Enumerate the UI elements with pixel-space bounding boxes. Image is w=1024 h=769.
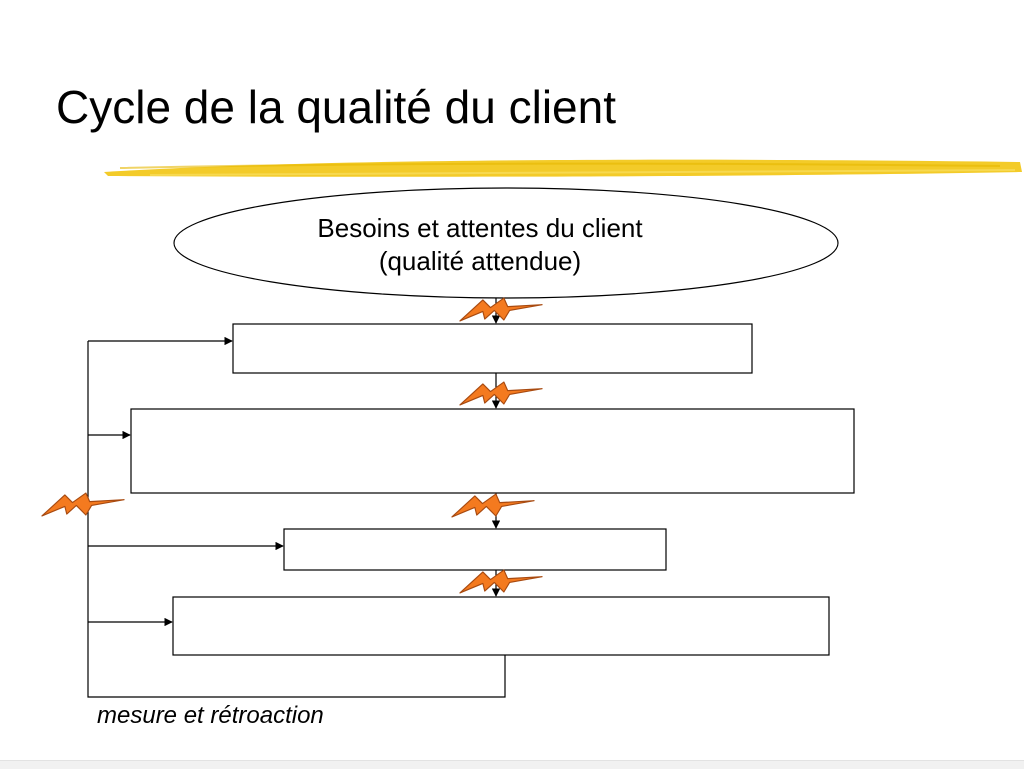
lightning-bolt-icon <box>459 569 543 594</box>
lightning-bolt-icon <box>451 493 535 518</box>
lightning-bolt-icon <box>41 492 125 517</box>
needs-line-1: Besoins et attentes du client <box>317 213 643 243</box>
slide-title: Cycle de la qualité du client <box>56 81 616 133</box>
process-box-1 <box>232 323 753 374</box>
bottom-bar <box>0 760 1024 769</box>
needs-line-2: (qualité attendue) <box>378 245 582 276</box>
process-box-4 <box>172 596 830 656</box>
feedback-caption: mesure et rétroaction <box>97 702 324 729</box>
needs-ellipse <box>173 187 839 299</box>
needs-ellipse-label: Besoins et attentes du client (qualité a… <box>230 212 730 277</box>
title-highlight-stroke <box>104 159 1022 177</box>
lightning-bolt-icon <box>459 381 543 406</box>
process-box-2 <box>130 408 855 494</box>
feedback-line <box>87 341 506 698</box>
process-box-3 <box>283 528 667 571</box>
lightning-bolt-icon <box>459 297 543 322</box>
feedback-loop <box>87 336 506 698</box>
